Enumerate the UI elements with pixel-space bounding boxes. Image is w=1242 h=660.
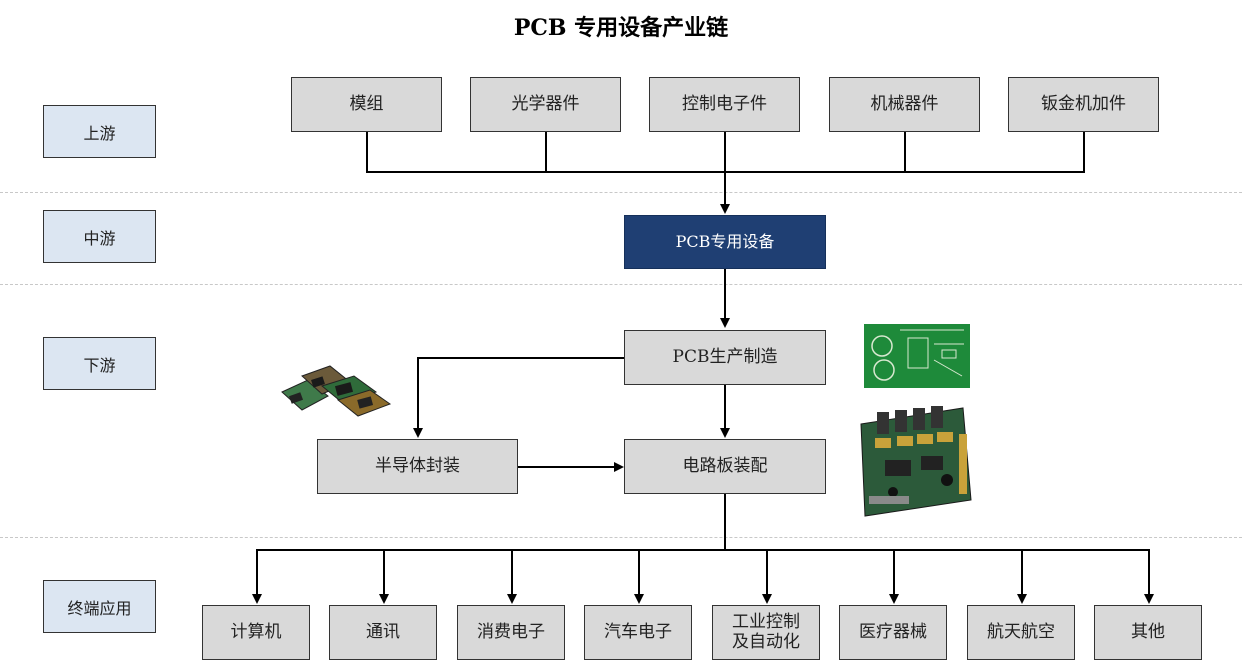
separator-upstream xyxy=(0,192,1242,193)
arrow-down-icon xyxy=(252,594,262,604)
pcb-board-image xyxy=(864,324,970,388)
arrow-down-icon xyxy=(379,594,389,604)
midstream-pcb-equipment: PCB专用设备 xyxy=(624,215,826,269)
connector xyxy=(724,494,726,550)
connector xyxy=(256,549,1149,551)
arrow-down-icon xyxy=(720,428,730,438)
circuit-assembly-image xyxy=(860,406,972,517)
connector xyxy=(256,549,258,595)
arrow-down-icon xyxy=(413,428,423,438)
downstream-pcb-manufacturing: PCB生产制造 xyxy=(624,330,826,385)
connector xyxy=(638,549,640,595)
arrow-down-icon xyxy=(634,594,644,604)
connector xyxy=(1021,549,1023,595)
connector xyxy=(904,132,906,172)
arrow-down-icon xyxy=(1144,594,1154,604)
connector xyxy=(366,171,1085,173)
terminal-item-industrial-control: 工业控制 及自动化 xyxy=(712,605,820,660)
terminal-item-telecom: 通讯 xyxy=(329,605,437,660)
separator-midstream xyxy=(0,284,1242,285)
stage-midstream: 中游 xyxy=(43,210,156,263)
diagram-title: PCB 专用设备产业链 xyxy=(513,15,729,41)
stage-downstream: 下游 xyxy=(43,337,156,390)
connector xyxy=(724,269,726,319)
arrow-down-icon xyxy=(1017,594,1027,604)
terminal-item-computer: 计算机 xyxy=(202,605,310,660)
terminal-item-automotive: 汽车电子 xyxy=(584,605,692,660)
terminal-item-medical: 医疗器械 xyxy=(839,605,947,660)
arrow-down-icon xyxy=(762,594,772,604)
terminal-item-other: 其他 xyxy=(1094,605,1202,660)
connector xyxy=(511,549,513,595)
stage-terminal: 终端应用 xyxy=(43,580,156,633)
downstream-board-assembly: 电路板装配 xyxy=(624,439,826,494)
upstream-item-control-electronics: 控制电子件 xyxy=(649,77,800,132)
connector xyxy=(724,385,726,429)
connector xyxy=(417,357,419,429)
stage-upstream: 上游 xyxy=(43,105,156,158)
connector xyxy=(724,132,726,172)
arrow-right-icon xyxy=(614,462,624,472)
connector xyxy=(383,549,385,595)
chips-image xyxy=(281,365,392,417)
arrow-down-icon xyxy=(720,204,730,214)
connector xyxy=(518,466,614,468)
upstream-item-sheet-metal: 钣金机加件 xyxy=(1008,77,1159,132)
upstream-item-optics: 光学器件 xyxy=(470,77,621,132)
connector xyxy=(545,132,547,172)
upstream-item-mechanical: 机械器件 xyxy=(829,77,980,132)
connector xyxy=(724,171,726,205)
connector xyxy=(417,357,624,359)
connector xyxy=(1083,132,1085,172)
upstream-item-module: 模组 xyxy=(291,77,442,132)
terminal-item-consumer-electronics: 消费电子 xyxy=(457,605,565,660)
connector xyxy=(766,549,768,595)
connector xyxy=(366,132,368,172)
downstream-semiconductor-packaging: 半导体封装 xyxy=(317,439,518,494)
connector xyxy=(1148,549,1150,595)
separator-downstream xyxy=(0,537,1242,538)
arrow-down-icon xyxy=(507,594,517,604)
terminal-item-aerospace: 航天航空 xyxy=(967,605,1075,660)
connector xyxy=(893,549,895,595)
arrow-down-icon xyxy=(720,318,730,328)
arrow-down-icon xyxy=(889,594,899,604)
